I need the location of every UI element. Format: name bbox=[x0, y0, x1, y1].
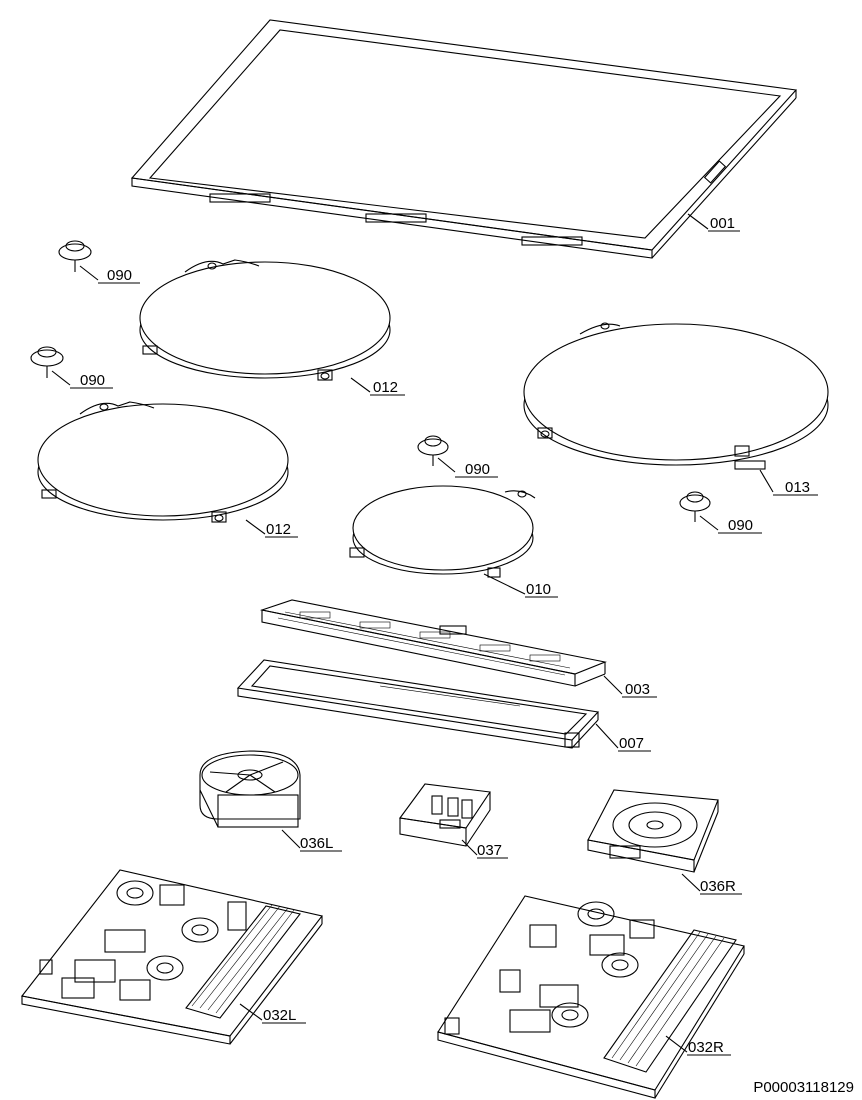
coil-drawing-013 bbox=[523, 322, 829, 470]
control-frame-drawing bbox=[236, 659, 600, 749]
part-label-001: 001 bbox=[708, 215, 740, 232]
part-label-003: 003 bbox=[622, 681, 657, 698]
svg-text:003: 003 bbox=[625, 681, 650, 698]
part-label-037: 037 bbox=[477, 842, 508, 859]
control-board-drawing bbox=[259, 599, 607, 687]
sensor-drawing-3 bbox=[417, 435, 449, 466]
svg-text:090: 090 bbox=[107, 267, 132, 284]
leader-lines bbox=[51, 213, 774, 1053]
coil-drawing-010 bbox=[349, 485, 536, 578]
svg-text:032L: 032L bbox=[263, 1007, 296, 1024]
power-board-left-drawing bbox=[21, 869, 323, 1045]
svg-text:036R: 036R bbox=[700, 878, 736, 895]
svg-text:012: 012 bbox=[373, 379, 398, 396]
glass-top-drawing bbox=[130, 19, 798, 259]
part-label-032R: 032R bbox=[687, 1039, 731, 1056]
svg-text:090: 090 bbox=[728, 517, 753, 534]
svg-text:090: 090 bbox=[465, 461, 490, 478]
svg-text:037: 037 bbox=[477, 842, 502, 859]
part-label-007: 007 bbox=[618, 735, 651, 752]
sensor-drawing-1 bbox=[58, 240, 92, 272]
part-label-036L: 036L bbox=[300, 835, 342, 852]
svg-text:007: 007 bbox=[619, 735, 644, 752]
svg-text:013: 013 bbox=[785, 479, 810, 496]
part-label-090-d: 090 bbox=[718, 517, 762, 534]
fan-right-drawing bbox=[587, 789, 719, 873]
sensor-drawing-2 bbox=[30, 346, 64, 378]
svg-text:090: 090 bbox=[80, 372, 105, 389]
part-label-032L: 032L bbox=[262, 1007, 306, 1024]
svg-text:032R: 032R bbox=[688, 1039, 724, 1056]
coil-drawing-012-front bbox=[37, 401, 289, 523]
svg-text:001: 001 bbox=[710, 215, 735, 232]
coil-drawing-012-rear bbox=[139, 259, 391, 381]
part-label-090-a: 090 bbox=[98, 267, 140, 284]
fan-left-drawing bbox=[199, 750, 301, 828]
document-id: P00003118129 bbox=[753, 1079, 854, 1096]
part-label-090-c: 090 bbox=[455, 461, 498, 478]
power-board-right-drawing bbox=[437, 895, 745, 1099]
part-label-036R: 036R bbox=[700, 878, 742, 895]
svg-text:012: 012 bbox=[266, 521, 291, 538]
part-label-012-b: 012 bbox=[265, 521, 298, 538]
part-label-013: 013 bbox=[773, 479, 818, 496]
sensor-drawing-4 bbox=[679, 491, 711, 522]
terminal-block-drawing bbox=[399, 783, 491, 847]
svg-text:036L: 036L bbox=[300, 835, 333, 852]
part-label-010: 010 bbox=[525, 581, 558, 598]
svg-text:010: 010 bbox=[526, 581, 551, 598]
part-label-090-b: 090 bbox=[70, 372, 113, 389]
part-label-012-a: 012 bbox=[370, 379, 405, 396]
